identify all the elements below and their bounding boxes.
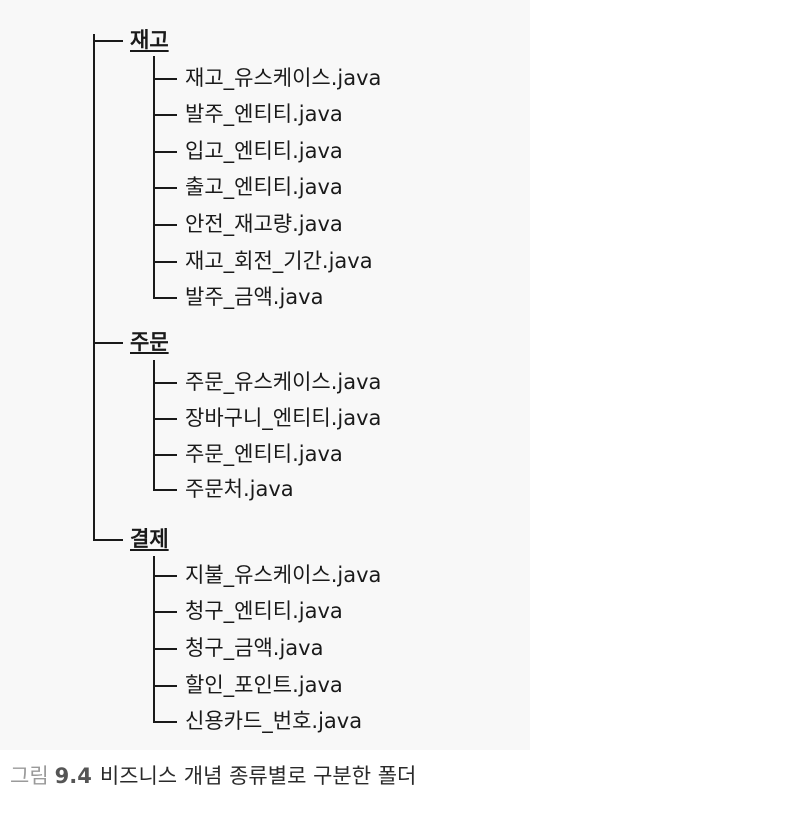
- folder-connector: [153, 360, 155, 491]
- folder-branch: [93, 40, 123, 42]
- folder-connector: [153, 556, 155, 723]
- file-item[interactable]: 청구_엔티티.java: [185, 599, 343, 623]
- caption-number: 9.4: [54, 764, 92, 788]
- file-item[interactable]: 출고_엔티티.java: [185, 175, 343, 199]
- folder-payment[interactable]: 결제: [130, 527, 169, 551]
- folder-inventory[interactable]: 재고: [130, 28, 169, 52]
- caption-label: 그림: [10, 764, 49, 788]
- caption-text: 비즈니스 개념 종류별로 구분한 폴더: [99, 764, 417, 788]
- file-item[interactable]: 주문처.java: [185, 477, 294, 501]
- folder-branch: [93, 342, 123, 344]
- file-item[interactable]: 재고_회전_기간.java: [185, 249, 373, 273]
- file-branch: [153, 297, 177, 299]
- file-item[interactable]: 발주_금액.java: [185, 285, 324, 309]
- figure-panel: [0, 0, 530, 750]
- file-item[interactable]: 청구_금액.java: [185, 636, 324, 660]
- file-item[interactable]: 장바구니_엔티티.java: [185, 406, 382, 430]
- file-item[interactable]: 주문_유스케이스.java: [185, 370, 382, 394]
- folder-connector: [153, 56, 155, 299]
- file-branch: [153, 418, 177, 420]
- folder-branch: [93, 539, 123, 541]
- file-branch: [153, 224, 177, 226]
- file-branch: [153, 261, 177, 263]
- file-item[interactable]: 입고_엔티티.java: [185, 139, 343, 163]
- file-branch: [153, 454, 177, 456]
- file-item[interactable]: 주문_엔티티.java: [185, 442, 343, 466]
- file-branch: [153, 114, 177, 116]
- file-item[interactable]: 지불_유스케이스.java: [185, 563, 382, 587]
- file-item[interactable]: 발주_엔티티.java: [185, 102, 343, 126]
- file-branch: [153, 151, 177, 153]
- file-item[interactable]: 할인_포인트.java: [185, 673, 343, 697]
- file-branch: [153, 78, 177, 80]
- file-branch: [153, 187, 177, 189]
- file-item[interactable]: 신용카드_번호.java: [185, 709, 363, 733]
- file-branch: [153, 575, 177, 577]
- root-connector: [93, 34, 95, 541]
- file-item[interactable]: 안전_재고량.java: [185, 212, 343, 236]
- file-branch: [153, 382, 177, 384]
- file-branch: [153, 685, 177, 687]
- file-branch: [153, 489, 177, 491]
- folder-tree: 재고 재고_유스케이스.java 발주_엔티티.java 입고_엔티티.java…: [93, 28, 382, 733]
- file-branch: [153, 611, 177, 613]
- folder-order[interactable]: 주문: [130, 330, 169, 354]
- file-item[interactable]: 재고_유스케이스.java: [185, 66, 382, 90]
- file-branch: [153, 721, 177, 723]
- file-branch: [153, 648, 177, 650]
